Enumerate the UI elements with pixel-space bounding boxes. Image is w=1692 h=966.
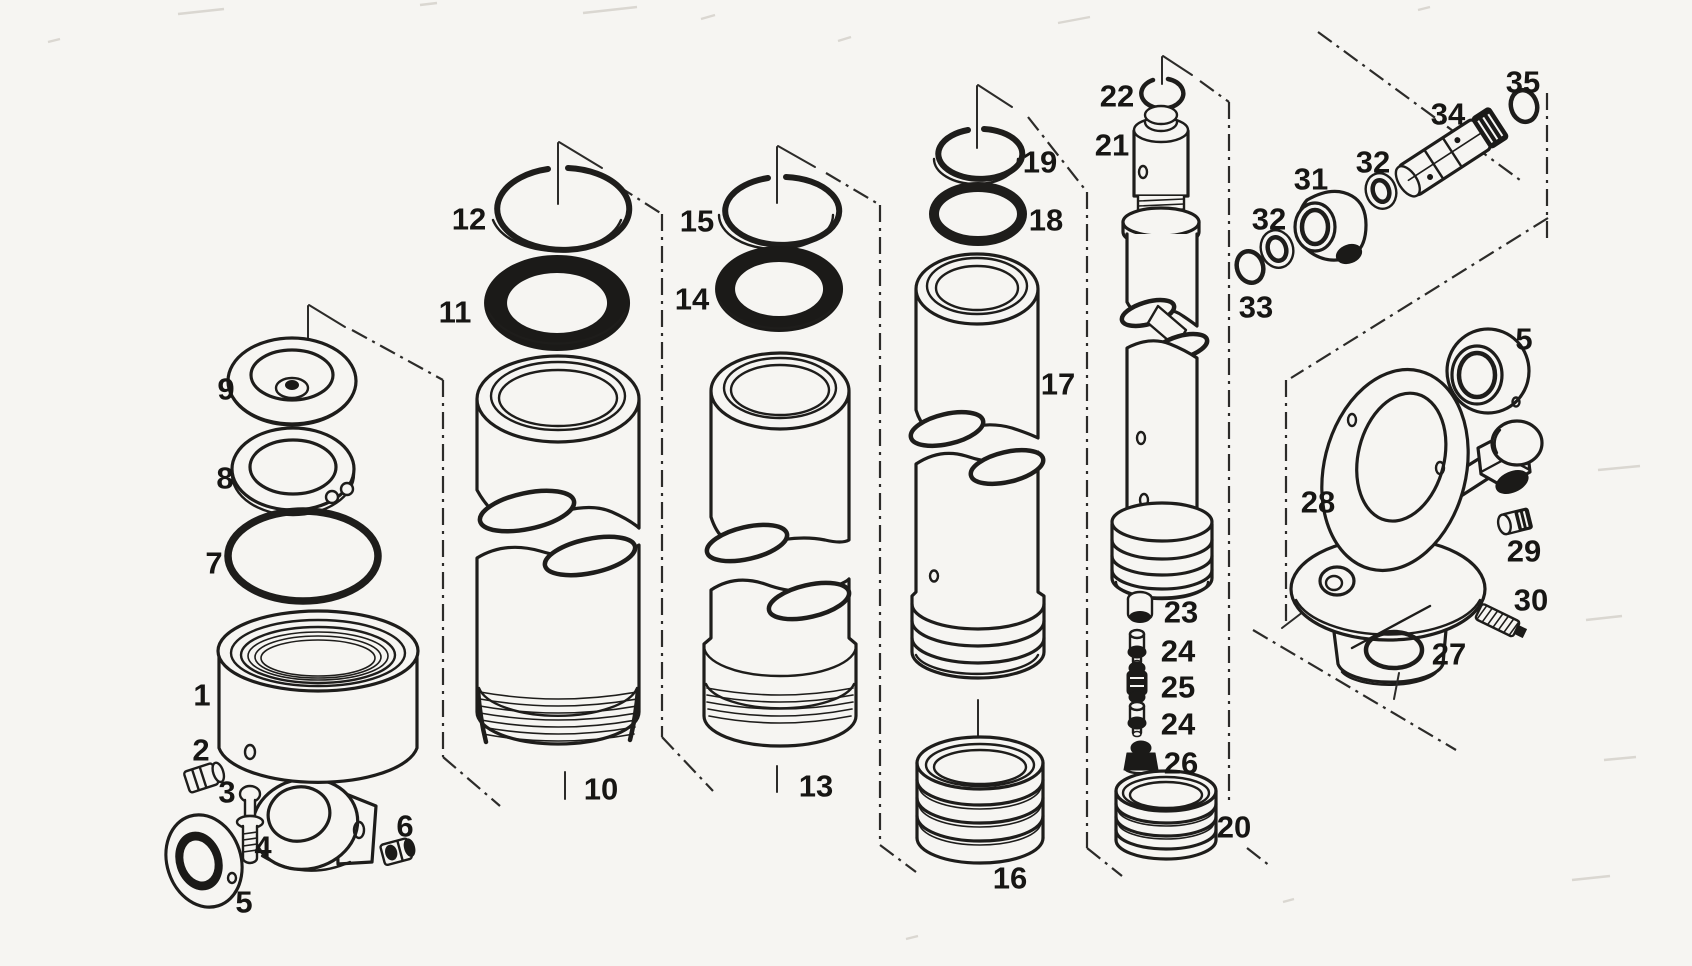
callout-5-bushing: 5 [235, 885, 252, 920]
callout-24-upper: 24 [1161, 634, 1196, 669]
callout-20: 20 [1217, 810, 1251, 845]
callout-3: 3 [218, 775, 235, 810]
part-29-plug [1496, 507, 1533, 536]
part-26-plug [1123, 740, 1159, 775]
part-18-seal-ring [929, 182, 1027, 246]
callout-32-right: 32 [1356, 145, 1390, 180]
callouts: 9 8 7 1 2 3 4 5 6 12 11 10 15 14 13 19 1… [192, 65, 1548, 920]
callout-29: 29 [1507, 534, 1541, 569]
part-5-bearing-ring [1445, 327, 1531, 415]
part-21-plunger-rod [1110, 104, 1214, 601]
part-32-seal-left [1259, 229, 1295, 269]
part-31-fitting-body [1293, 189, 1368, 265]
part-32-seal-right [1364, 172, 1398, 210]
part-25-valve-spool [1126, 661, 1148, 704]
part-16-piston-ring-stack [915, 699, 1045, 865]
callout-22: 22 [1100, 79, 1134, 114]
part-24-valve-pin-lower [1127, 700, 1147, 738]
part-30-set-screw [1474, 603, 1527, 638]
callout-10: 10 [584, 772, 618, 807]
part-6-plug [379, 837, 416, 867]
callout-16: 16 [993, 861, 1027, 896]
part-24-valve-pin-upper [1127, 628, 1147, 667]
part-2-plug-screw [183, 761, 226, 794]
part-5-bushing [164, 813, 244, 909]
callout-6: 6 [396, 809, 413, 844]
callout-26: 26 [1164, 746, 1198, 781]
callout-5-bearing: 5 [1515, 322, 1532, 357]
callout-14: 14 [675, 282, 710, 317]
part-27-o-ring [1363, 629, 1425, 700]
callout-2: 2 [192, 733, 209, 768]
part-11-seal-ring [484, 255, 631, 351]
callout-24-lower: 24 [1161, 707, 1196, 742]
callout-11: 11 [439, 295, 472, 330]
part-7-o-ring [224, 507, 382, 605]
callout-32-left: 32 [1252, 202, 1286, 237]
callout-35: 35 [1506, 65, 1540, 100]
part-9-gland-cap [226, 304, 358, 427]
part-35-o-ring [1508, 87, 1540, 125]
part-33-o-ring [1234, 249, 1266, 285]
callout-4: 4 [254, 830, 272, 865]
part-10-cylinder-tube [475, 354, 641, 800]
callout-34: 34 [1431, 97, 1466, 132]
callout-9: 9 [217, 372, 234, 407]
callout-12: 12 [452, 202, 486, 237]
part-8-retaining-ring [230, 426, 356, 517]
part-14-seal-ring [715, 246, 844, 332]
callout-31: 31 [1294, 162, 1328, 197]
part-28-rod-end-clevis [1281, 367, 1544, 686]
callout-18: 18 [1029, 203, 1063, 238]
part-19-snap-ring [932, 84, 1026, 186]
part-4-bolt [235, 814, 265, 865]
part-15-snap-ring [717, 145, 843, 251]
part-12-snap-ring [491, 141, 633, 253]
part-34-valve-cartridge [1394, 107, 1509, 198]
part-20-piston-ring-stack [1114, 769, 1218, 861]
callout-13: 13 [799, 769, 833, 804]
part-22-o-ring [1139, 55, 1193, 111]
callout-7: 7 [205, 546, 222, 581]
part-3-screw [238, 784, 262, 818]
callout-19: 19 [1023, 145, 1057, 180]
callout-1: 1 [193, 678, 210, 713]
callout-27: 27 [1432, 637, 1466, 672]
callout-8: 8 [216, 461, 233, 496]
part-13-cylinder-tube [702, 351, 858, 793]
part-23-plug [1126, 590, 1154, 623]
callout-33: 33 [1239, 290, 1273, 325]
scan-noise [47, 1, 1641, 941]
callout-23: 23 [1164, 595, 1198, 630]
callout-25: 25 [1161, 670, 1195, 705]
part-17-piston-tube [908, 252, 1046, 680]
part-1-cylinder-head-clevis [216, 609, 420, 872]
callout-28: 28 [1301, 485, 1335, 520]
callout-30: 30 [1514, 583, 1548, 618]
callout-15: 15 [680, 204, 714, 239]
group-boundary-chain-lines [351, 31, 1549, 877]
callout-17: 17 [1041, 367, 1075, 402]
callout-21: 21 [1095, 128, 1129, 163]
